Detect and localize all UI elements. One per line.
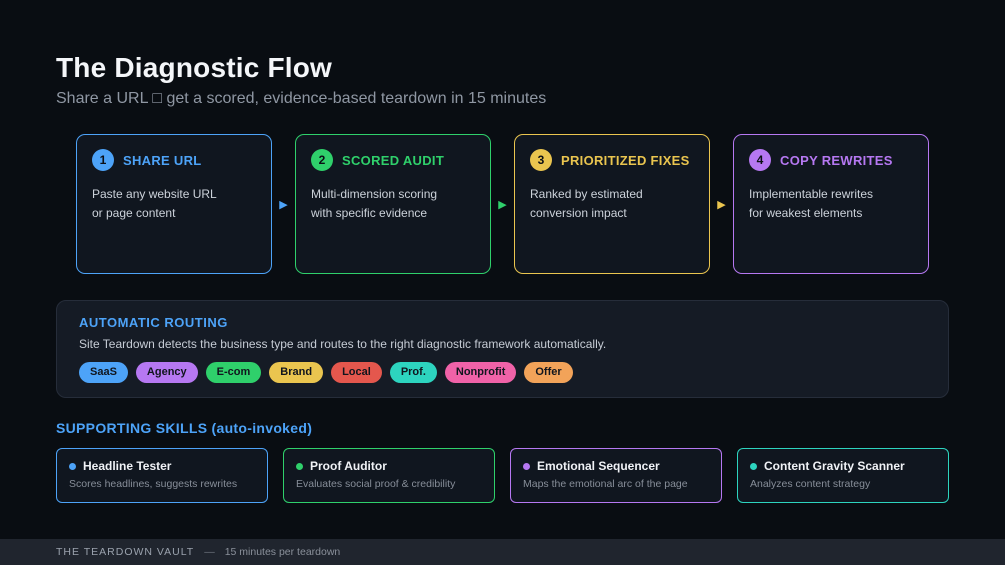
skill-card-header: Content Gravity Scanner <box>750 459 936 473</box>
page-title: The Diagnostic Flow <box>56 52 333 83</box>
flow-card-header: 3 PRIORITIZED FIXES <box>530 149 694 172</box>
step-number-badge: 3 <box>530 149 552 172</box>
routing-tag-local: Local <box>331 362 382 384</box>
routing-tag-saas: SaaS <box>79 362 128 384</box>
page-subtitle: Share a URL □ get a scored, evidence-bas… <box>56 90 547 108</box>
skill-dot-icon <box>69 462 76 470</box>
routing-tag-agency: Agency <box>135 362 198 384</box>
skill-card-header: Emotional Sequencer <box>523 459 709 473</box>
step-title: PRIORITIZED FIXES <box>561 152 690 168</box>
skill-description: Analyzes content strategy <box>750 478 871 491</box>
step-description: Ranked by estimated conversion impact <box>530 187 643 220</box>
routing-tag-ecom: E-com <box>205 362 262 384</box>
flow-step-card-prioritized-fixes: 3 PRIORITIZED FIXES Ranked by estimated … <box>514 134 710 275</box>
routing-tag-row: SaaS Agency E-com Brand Local Prof. Nonp… <box>79 362 926 384</box>
skill-card-header: Headline Tester <box>69 459 255 473</box>
skill-dot-icon <box>750 462 757 470</box>
skills-row: Headline Tester Scores headlines, sugges… <box>56 448 949 504</box>
flow-step-card-copy-rewrites: 4 COPY REWRITES Implementable rewrites f… <box>733 134 929 275</box>
step-title: SHARE URL <box>123 152 202 168</box>
skill-dot-icon <box>523 462 530 470</box>
footer-note: 15 minutes per teardown <box>224 546 341 558</box>
flow-card-header: 2 SCORED AUDIT <box>311 149 475 172</box>
skill-card-emotional-sequencer: Emotional Sequencer Maps the emotional a… <box>510 448 722 504</box>
flow-arrow-icon: ▶ <box>498 198 507 211</box>
flow-arrow-icon: ▶ <box>279 198 288 211</box>
skill-card-content-gravity-scanner: Content Gravity Scanner Analyzes content… <box>737 448 949 504</box>
skill-card-headline-tester: Headline Tester Scores headlines, sugges… <box>56 448 268 504</box>
skills-heading: SUPPORTING SKILLS (auto-invoked) <box>56 420 313 437</box>
skill-title: Proof Auditor <box>310 459 387 474</box>
routing-panel: AUTOMATIC ROUTING Site Teardown detects … <box>56 300 949 399</box>
skill-description: Scores headlines, suggests rewrites <box>69 478 238 491</box>
flow-card-header: 1 SHARE URL <box>92 149 256 172</box>
footer-bar: THE TEARDOWN VAULT — 15 minutes per tear… <box>0 539 1005 565</box>
step-number-badge: 4 <box>749 149 771 172</box>
routing-tag-prof: Prof. <box>389 362 437 384</box>
routing-tag-nonprofit: Nonprofit <box>444 362 517 384</box>
flow-step-card-share-url: 1 SHARE URL Paste any website URL or pag… <box>76 134 272 275</box>
step-description: Multi-dimension scoring with specific ev… <box>311 187 438 220</box>
footer-separator: — <box>204 546 215 558</box>
routing-tag-offer: Offer <box>524 362 573 384</box>
step-description: Paste any website URL or page content <box>92 187 217 220</box>
skill-dot-icon <box>296 462 303 470</box>
step-title: SCORED AUDIT <box>342 152 445 168</box>
flow-card-header: 4 COPY REWRITES <box>749 149 913 172</box>
step-title: COPY REWRITES <box>780 152 893 168</box>
slide: The Diagnostic Flow Share a URL □ get a … <box>56 52 949 504</box>
flow-step-card-scored-audit: 2 SCORED AUDIT Multi-dimension scoring w… <box>295 134 491 275</box>
step-number-badge: 2 <box>311 149 333 172</box>
routing-title: AUTOMATIC ROUTING <box>79 315 228 331</box>
flow-arrow-icon: ▶ <box>717 198 726 211</box>
routing-description: Site Teardown detects the business type … <box>79 337 607 352</box>
skill-card-header: Proof Auditor <box>296 459 482 473</box>
skill-title: Emotional Sequencer <box>537 459 660 474</box>
skill-title: Headline Tester <box>83 459 172 474</box>
skill-card-proof-auditor: Proof Auditor Evaluates social proof & c… <box>283 448 495 504</box>
step-number-badge: 1 <box>92 149 114 172</box>
routing-tag-brand: Brand <box>269 362 324 384</box>
flow-row: 1 SHARE URL Paste any website URL or pag… <box>56 134 949 275</box>
step-description: Implementable rewrites for weakest eleme… <box>749 187 874 220</box>
skill-description: Evaluates social proof & credibility <box>296 478 456 491</box>
skill-description: Maps the emotional arc of the page <box>523 478 688 491</box>
footer-brand: THE TEARDOWN VAULT <box>56 546 195 558</box>
skill-title: Content Gravity Scanner <box>764 459 905 474</box>
